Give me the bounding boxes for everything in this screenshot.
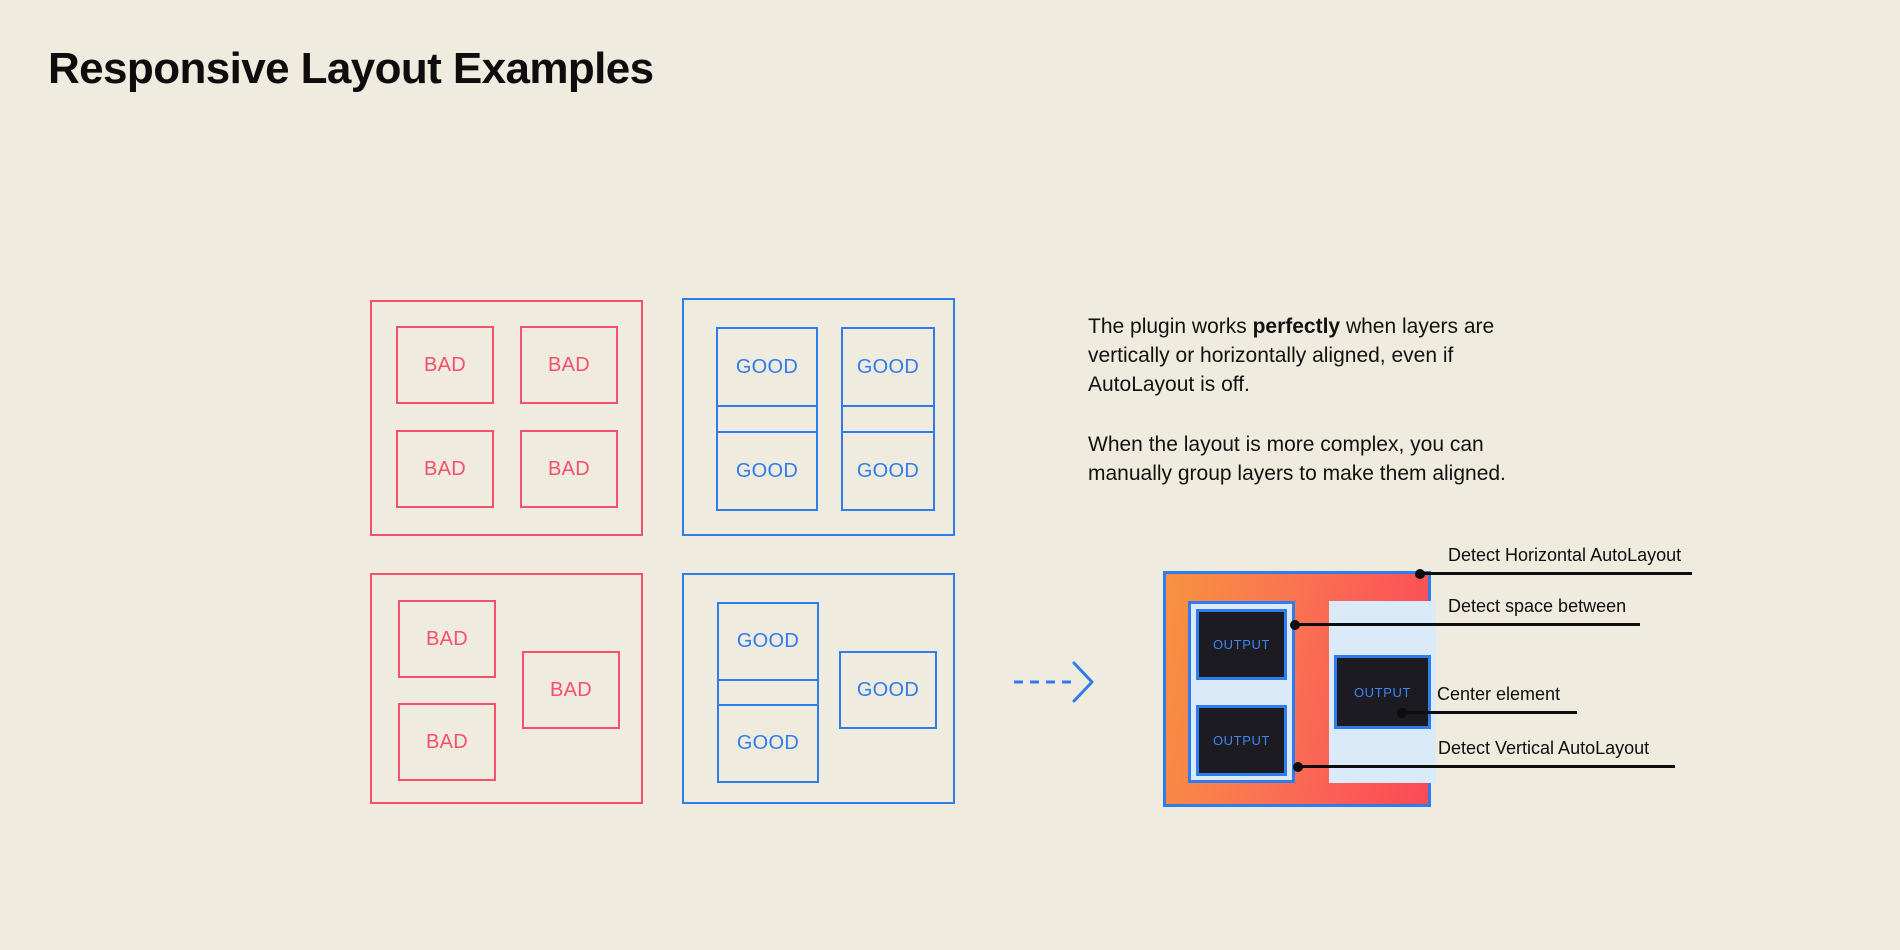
dashed-arrow-right-icon <box>1012 660 1102 704</box>
bad-cell: BAD <box>398 703 496 781</box>
annotation-line <box>1420 572 1692 575</box>
bad-cell: BAD <box>522 651 620 729</box>
output-box: OUTPUT <box>1196 609 1287 680</box>
layer-group: GOOD GOOD <box>841 327 935 511</box>
paragraph-two: When the layout is more complex, you can… <box>1088 433 1506 485</box>
layer-group: GOOD GOOD <box>717 602 819 783</box>
good-cell: GOOD <box>717 602 819 681</box>
page-title: Responsive Layout Examples <box>48 44 654 93</box>
output-box: OUTPUT <box>1334 655 1431 729</box>
bad-cell: BAD <box>396 326 494 404</box>
paragraph-one: The plugin works perfectly when layers a… <box>1088 312 1558 399</box>
bad-cell: BAD <box>396 430 494 508</box>
good-cell: GOOD <box>717 704 819 783</box>
example-good-grid-top: GOOD GOOD GOOD GOOD <box>682 298 955 536</box>
result-diagram: OUTPUT OUTPUT OUTPUT <box>1163 571 1436 807</box>
annotation-label: Detect space between <box>1448 596 1627 616</box>
annotation-line <box>1298 765 1675 768</box>
paragraph-one-text-a: The plugin works <box>1088 315 1253 338</box>
example-good-grid-bottom: GOOD GOOD GOOD <box>682 573 955 804</box>
good-cell: GOOD <box>841 327 935 407</box>
annotation-label: Detect Vertical AutoLayout <box>1438 738 1650 758</box>
output-box: OUTPUT <box>1196 705 1287 776</box>
good-cell: GOOD <box>716 431 818 511</box>
good-cell: GOOD <box>841 431 935 511</box>
bad-cell: BAD <box>398 600 496 678</box>
annotation-line <box>1402 711 1577 714</box>
vertical-autolayout-panel: OUTPUT OUTPUT <box>1188 601 1295 783</box>
paragraph-one-emphasis: perfectly <box>1252 315 1341 338</box>
bad-cell: BAD <box>520 326 618 404</box>
bad-cell: BAD <box>520 430 618 508</box>
annotation-label: Detect Horizontal AutoLayout <box>1448 545 1682 565</box>
paragraph-one-text-b: when layers are vertically or horizontal… <box>1088 315 1495 396</box>
annotation-label: Center element <box>1437 684 1561 704</box>
example-bad-grid-top: BAD BAD BAD BAD <box>370 300 643 536</box>
good-cell: GOOD <box>839 651 937 729</box>
example-bad-grid-bottom: BAD BAD BAD <box>370 573 643 804</box>
annotation-line <box>1295 623 1640 626</box>
layer-group: GOOD GOOD <box>716 327 818 511</box>
good-cell: GOOD <box>716 327 818 407</box>
